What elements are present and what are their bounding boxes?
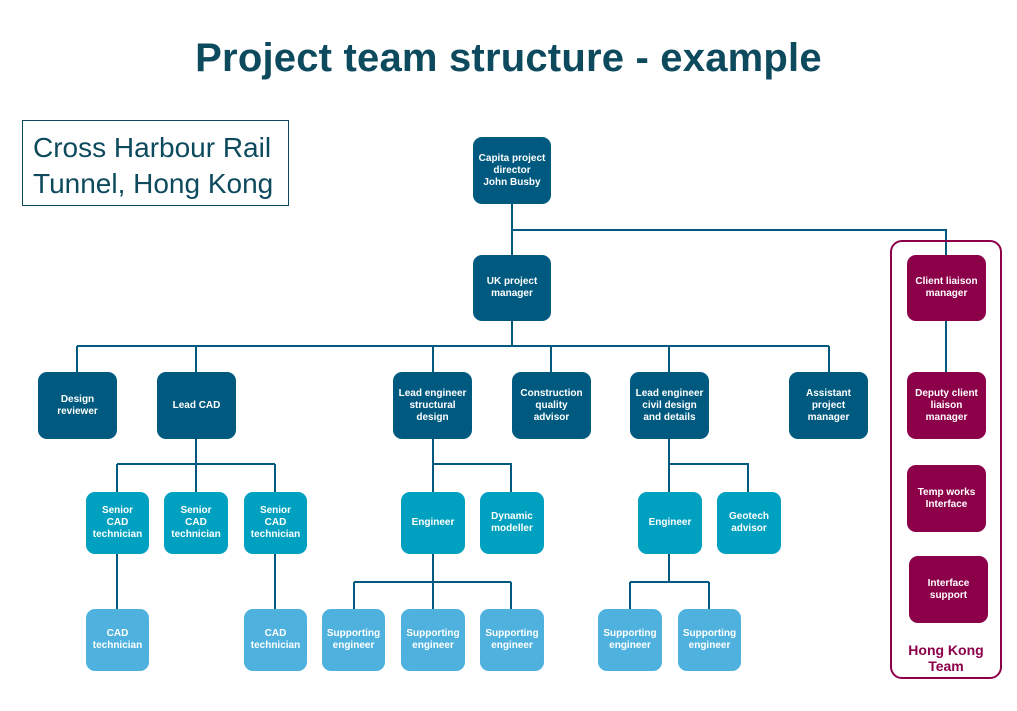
node-label-line: Interface <box>927 577 970 589</box>
node-label-line: Engineer <box>648 517 692 528</box>
hong-kong-team-label-line: Hong Kong <box>908 642 984 658</box>
node-label-line: Supporting <box>485 628 539 639</box>
node-label-line: technician <box>250 640 301 651</box>
node-label-line: Design <box>60 393 95 405</box>
node-label-line: technician <box>171 529 221 540</box>
node-label-line: Supporting <box>406 628 460 639</box>
node-label-line: technician <box>92 529 143 540</box>
node-label-line: CAD <box>264 517 287 528</box>
node-label-line: engineer <box>412 640 454 651</box>
node-label-line: manager <box>807 411 850 423</box>
node-label-line: and details <box>643 411 696 423</box>
connector-director-client-liaison <box>512 229 947 256</box>
connector-geotech <box>669 463 749 493</box>
node-label-line: Geotech <box>728 511 769 522</box>
node-label-line: project <box>811 399 846 411</box>
node-label-line: UK project <box>486 276 538 287</box>
node-label-line: CAD <box>106 628 129 639</box>
node-label-line: director <box>493 164 531 176</box>
node-label-line: structural <box>409 399 456 411</box>
hong-kong-team-label: Hong Kong Team <box>890 642 1002 674</box>
project-location-line: Cross Harbour Rail <box>33 132 272 163</box>
node-label-line: manager <box>925 288 968 299</box>
node-label-line: Supporting <box>326 628 381 639</box>
node-label-line: engineer <box>609 640 651 651</box>
project-location-line: Tunnel, Hong Kong <box>33 168 274 199</box>
node-label-line: Interface <box>925 498 968 510</box>
node-label-line: support <box>929 589 968 601</box>
node-engineer-structural[interactable]: Engineer <box>401 492 465 554</box>
node-label-line: Lead engineer <box>635 387 704 399</box>
node-label-line: Temp works <box>917 486 976 498</box>
node-label-line: Capita project <box>478 152 546 164</box>
node-label-line: Senior <box>101 505 134 516</box>
node-label-line: engineer <box>491 640 533 651</box>
node-label-line: quality <box>535 399 568 411</box>
node-label-line: CAD <box>185 517 207 528</box>
node-label-line: Senior <box>259 505 292 516</box>
node-label-line: CAD <box>264 628 287 639</box>
node-engineer-civil[interactable]: Engineer <box>638 492 702 554</box>
node-label-line: Deputy client <box>915 387 978 399</box>
node-label-line: advisor <box>731 523 767 534</box>
connector-dynamic-modeller <box>433 463 512 493</box>
node-label-line: manager <box>925 411 968 423</box>
node-label-line: liaison <box>930 399 963 411</box>
node-label-line: Engineer <box>411 517 455 528</box>
node-label-line: civil design <box>642 399 697 411</box>
node-label-line: Senior <box>180 505 212 516</box>
node-label-line: engineer <box>688 640 731 651</box>
node-label-line: advisor <box>533 411 570 423</box>
node-lead-cad[interactable]: Lead CAD <box>157 372 236 439</box>
node-label-line: technician <box>92 640 143 651</box>
node-label-line: modeller <box>491 523 533 534</box>
node-label-line: Construction <box>520 387 583 399</box>
hong-kong-team-label-line: Team <box>928 658 964 674</box>
node-label-line: engineer <box>332 640 375 651</box>
project-location-box: Cross Harbour Rail Tunnel, Hong Kong <box>22 120 289 206</box>
node-label-line: design <box>416 411 449 423</box>
hong-kong-team-group <box>890 240 1002 679</box>
node-label-line: Supporting <box>603 628 657 639</box>
node-label-line: reviewer <box>57 405 98 417</box>
node-label-line: Assistant <box>805 387 851 399</box>
node-label-line: John Busby <box>483 176 541 188</box>
node-label-line: Dynamic <box>491 511 533 522</box>
node-label-line: Supporting <box>682 628 737 639</box>
node-label-line: Lead engineer <box>398 387 467 399</box>
node-label-line: manager <box>491 288 533 299</box>
page-title: Project team structure - example <box>195 36 822 80</box>
node-label-line: technician <box>250 529 301 540</box>
node-label-line: CAD <box>106 517 129 528</box>
node-label-line: Client liaison <box>915 276 978 287</box>
node-label-line: Lead CAD <box>172 399 221 411</box>
